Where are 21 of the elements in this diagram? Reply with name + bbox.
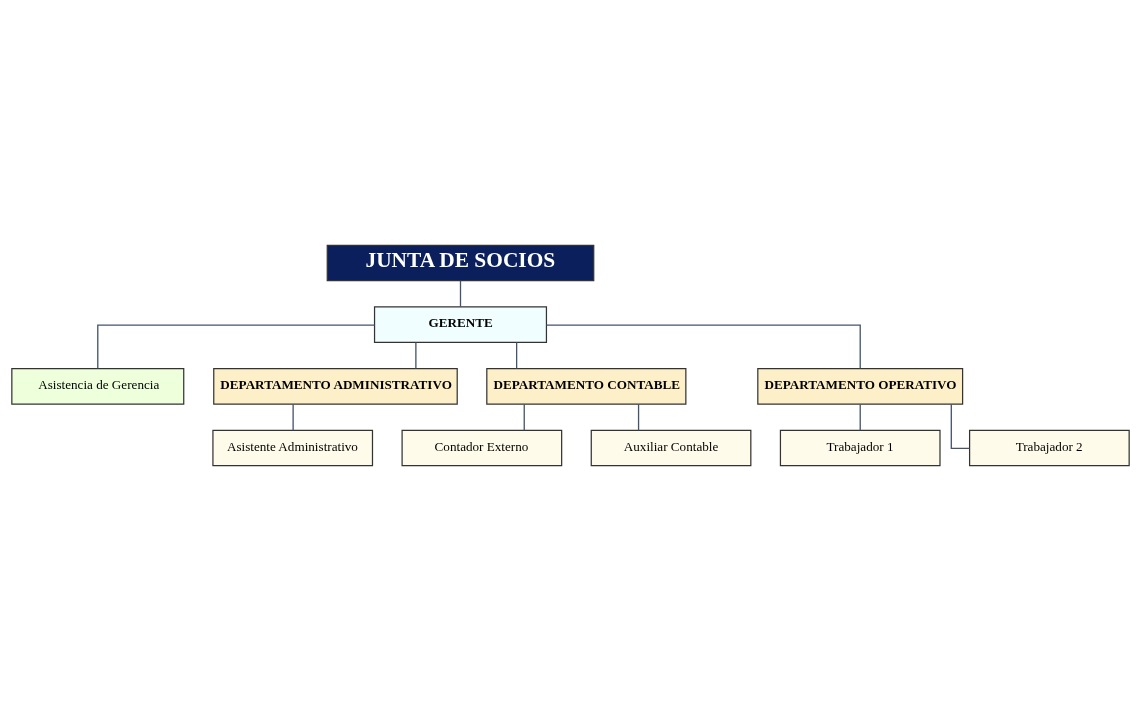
connector <box>459 279 462 308</box>
connector <box>545 323 861 369</box>
connector <box>97 323 376 369</box>
connector <box>515 341 518 369</box>
connector <box>637 403 640 431</box>
node-box: Asistencia de Gerencia <box>11 367 185 405</box>
node-box: Asistente Administrativo <box>212 429 374 466</box>
connector <box>523 403 525 431</box>
node-box: DEPARTAMENTO OPERATIVO <box>757 367 964 405</box>
node-box: GERENTE <box>373 305 548 343</box>
node-box: JUNTA DE SOCIOS <box>326 244 595 281</box>
connector <box>950 403 971 449</box>
node-box: Trabajador 2 <box>969 429 1130 466</box>
node-box: DEPARTAMENTO CONTABLE <box>486 367 687 405</box>
connector <box>415 341 417 369</box>
node-box: Trabajador 1 <box>779 429 941 466</box>
node-box: DEPARTAMENTO ADMINISTRATIVO <box>213 367 458 405</box>
connector <box>859 403 861 431</box>
node-box: Auxiliar Contable <box>590 429 752 466</box>
connector <box>292 403 294 431</box>
node-box: Contador Externo <box>401 429 563 466</box>
